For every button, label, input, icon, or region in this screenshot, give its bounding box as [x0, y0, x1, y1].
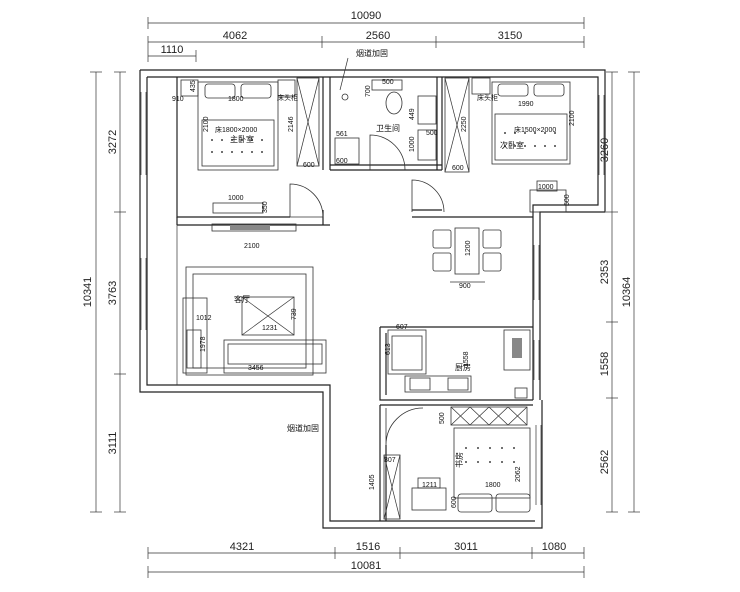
dim-right-seg-4: 2562	[599, 450, 611, 474]
master-wardrobe	[296, 77, 320, 167]
study-dim-600: 600	[451, 496, 458, 508]
dim-top-seg-1: 4062	[223, 30, 247, 42]
bottom-dimensions: 4321 1516 3011 1080 10081	[147, 541, 585, 578]
living-dim-1231: 1231	[262, 325, 278, 332]
top-dimensions: 10090 4062 2560 3150 1110	[147, 10, 585, 62]
master-bed	[197, 81, 279, 171]
master-nightstand: 床头柜	[277, 93, 298, 102]
kitchen-dim-1558: 1558	[463, 351, 470, 367]
doors	[289, 134, 445, 446]
flue-note-top: 烟道加固	[356, 48, 388, 58]
dim-right-seg-3: 1558	[599, 352, 611, 376]
dim-bottom-seg-2: 1516	[356, 541, 380, 553]
dim-bottom-seg-1: 4321	[230, 541, 254, 553]
second-wardrobe	[444, 77, 470, 173]
dim-top-sub: 1110	[161, 44, 184, 56]
master-dim-600: 600	[303, 162, 315, 169]
bathroom-label: 卫生间	[376, 123, 400, 133]
second-dim-1000: 1000	[538, 184, 554, 191]
kitchen-dim-613: 613	[385, 343, 392, 355]
dining-table	[454, 227, 480, 275]
dining-dim-900: 900	[459, 283, 471, 290]
bath-dim-500b: 500	[426, 130, 438, 137]
second-dim-600: 600	[452, 165, 464, 172]
right-dimensions: 3260 2353 1558 2562 10364	[599, 71, 640, 513]
second-dim-500: 500	[564, 194, 571, 206]
coffee-table	[241, 296, 295, 336]
toilet-icon	[385, 91, 403, 115]
dim-left-seg-2: 3763	[107, 281, 119, 305]
study-bookshelf	[383, 454, 401, 520]
bath-dim-500: 500	[382, 79, 394, 86]
main-sofa	[223, 339, 327, 374]
second-dim-2250: 2250	[461, 116, 468, 132]
second-nightstand: 床头柜	[477, 93, 498, 102]
study: 500 307 1405 1211 600 1800 2062 书房	[369, 406, 531, 520]
second-bed-label: 床1500×2000	[514, 125, 556, 134]
bath-dim-449: 449	[409, 108, 416, 120]
dining-area: 1200 900	[432, 227, 502, 290]
living-room-label: 客厅	[234, 294, 250, 304]
study-label: 书房	[454, 452, 464, 468]
bathroom: 烟道加固 500 700 449 561 1000 500 600 卫生间	[334, 48, 438, 165]
master-dim-2100: 2100	[203, 116, 210, 132]
master-dim-910: 910	[172, 96, 184, 103]
master-dim-1800: 1800	[228, 96, 244, 103]
dim-top-seg-3: 3150	[498, 30, 522, 42]
tv-cabinet	[211, 223, 297, 232]
dim-bottom-seg-3: 3011	[454, 541, 478, 553]
study-dim-500: 500	[439, 412, 446, 424]
dim-right-total: 10364	[621, 277, 633, 308]
side-sofa	[182, 297, 208, 374]
second-dim-2100: 2100	[569, 110, 576, 126]
interior-walls	[176, 77, 533, 521]
living-room: 2100 1012 1231 739 1978 3456 客厅 烟道加固	[182, 223, 327, 433]
study-dim-307: 307	[384, 457, 396, 464]
second-bedroom: 1990 2250 2100 600 1000 500 床头柜 床1500×20…	[444, 77, 576, 213]
dim-top-seg-2: 2560	[366, 30, 390, 42]
flue-note-mid: 烟道加固	[287, 423, 319, 433]
master-bed-label: 床1800×2000	[215, 125, 257, 134]
living-dim-739: 739	[291, 308, 298, 320]
left-dimensions: 10341 3272 3763 3111	[82, 71, 126, 513]
study-dim-1211: 1211	[422, 482, 437, 489]
living-dim-3456: 3456	[248, 365, 264, 372]
kitchen-label: 厨房	[455, 362, 471, 372]
master-room-label: 主卧室	[230, 134, 254, 144]
dim-left-total: 10341	[82, 277, 94, 308]
kitchen: 607 613 1558 厨房	[385, 324, 531, 399]
second-bed	[491, 81, 571, 165]
master-dim-2146: 2146	[288, 116, 295, 132]
study-desk	[411, 487, 447, 511]
bath-dim-561: 561	[336, 131, 348, 138]
study-dim-1800: 1800	[485, 482, 501, 489]
dim-right-seg-2: 2353	[599, 260, 611, 284]
dining-dim-1200: 1200	[465, 240, 472, 256]
dim-left-seg-3: 3111	[107, 432, 119, 455]
outer-walls	[139, 69, 606, 529]
master-bedroom: 910 1800 435 2100 2146 600 1000 350 床头柜 …	[172, 77, 320, 214]
dim-bottom-total: 10081	[351, 560, 382, 572]
bath-dim-600: 600	[336, 158, 348, 165]
dim-top-total: 10090	[351, 10, 382, 22]
study-dim-2062: 2062	[515, 466, 522, 482]
second-dim-1990: 1990	[518, 101, 534, 108]
dim-left-seg-1: 3272	[107, 130, 119, 154]
living-dim-1012: 1012	[196, 315, 212, 322]
dim-bottom-seg-4: 1080	[542, 541, 566, 553]
kitchen-dim-607: 607	[396, 324, 408, 331]
master-dim-435: 435	[190, 80, 197, 92]
study-dim-1405: 1405	[369, 474, 376, 490]
second-room-label: 次卧室	[500, 140, 524, 150]
living-dim-1978: 1978	[200, 336, 207, 352]
bath-dim-1000: 1000	[409, 136, 416, 152]
master-dim-350: 350	[262, 201, 269, 213]
bath-dim-700: 700	[365, 85, 372, 97]
second-desk	[529, 189, 567, 213]
master-dim-1000: 1000	[228, 195, 244, 202]
living-dim-2100: 2100	[244, 243, 260, 250]
